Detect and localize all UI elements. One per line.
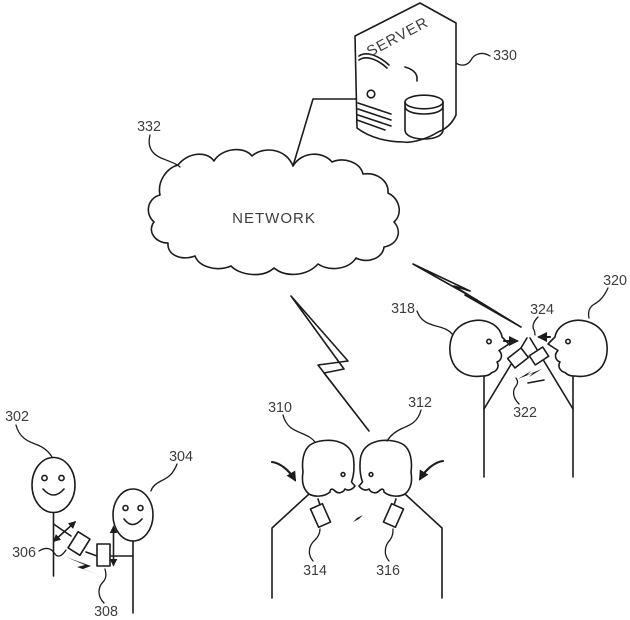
ref-label-308: 308 (94, 604, 118, 620)
device-322-icon (506, 347, 530, 369)
lightning-bolt-dash (527, 379, 545, 384)
person-304 (112, 488, 154, 614)
leader-314 (308, 528, 321, 562)
leader-310 (282, 414, 316, 443)
server-power-button (366, 89, 376, 99)
leader-330 (455, 52, 491, 66)
server-bracket-line (404, 66, 418, 82)
leader-322 (512, 377, 520, 405)
bump-pair-group: 318 320 322 324 (391, 273, 627, 478)
person-302 (31, 456, 76, 577)
lightning-bolt-icon (66, 557, 102, 576)
leader-308 (98, 568, 107, 604)
device-322-icon (528, 346, 550, 366)
leader-318 (416, 310, 453, 335)
cloud-icon (147, 148, 401, 276)
ref-label-320: 320 (603, 273, 627, 289)
ref-label-324: 324 (530, 302, 554, 318)
ref-label-332: 332 (137, 119, 161, 135)
ref-label-322: 322 (513, 405, 537, 421)
ref-label-304: 304 (169, 449, 193, 465)
link-line (85, 551, 98, 557)
server-slot-line (358, 53, 390, 66)
ref-label-302: 302 (5, 409, 29, 425)
server-slot-line2 (358, 57, 388, 69)
double-arrow-icon (52, 520, 77, 543)
curved-arrow-icon (270, 460, 297, 482)
leader-332 (148, 134, 181, 168)
ref-label-312: 312 (408, 395, 432, 411)
server-icon (354, 2, 457, 144)
curved-arrow-icon (418, 459, 445, 481)
smile-icon (123, 518, 143, 526)
device-308-icon (96, 543, 111, 567)
ref-label-330: 330 (493, 48, 517, 64)
leader-316 (384, 528, 394, 562)
network-label: NETWORK (232, 210, 316, 227)
server-node: SERVER 330 (292, 2, 517, 167)
network-link-bolt-icon (290, 295, 370, 432)
lightning-bolt-icon (339, 510, 377, 527)
ref-label-306: 306 (12, 545, 36, 561)
ref-label-318: 318 (391, 301, 415, 317)
person-320 (529, 319, 608, 478)
ref-label-314: 314 (303, 563, 327, 579)
ref-label-310: 310 (268, 400, 292, 416)
cloud-to-server-line (292, 98, 357, 167)
leader-324 (532, 316, 539, 336)
eye-icon (41, 474, 48, 482)
eye-icon (122, 504, 129, 512)
ref-label-316: 316 (376, 563, 400, 579)
server-vent-lines (356, 102, 392, 131)
smiling-pair-group: 302 304 306 308 (5, 409, 193, 620)
leader-306 (38, 547, 67, 557)
network-link-bolt-icon (412, 263, 522, 328)
lightning-bolt-icon (518, 369, 542, 379)
leader-320 (587, 287, 609, 319)
smiley-head-icon (31, 456, 76, 514)
network-cloud: NETWORK 332 (137, 119, 401, 276)
database-icon (404, 94, 444, 140)
leader-304 (150, 463, 178, 492)
leader-302 (15, 424, 53, 458)
eye-icon (58, 474, 65, 482)
eye-icon (137, 504, 144, 512)
person-312 (358, 439, 443, 599)
face-to-face-pair-group: 310 312 314 316 (268, 395, 445, 599)
smiley-head-icon (112, 488, 154, 542)
leader-312 (386, 409, 422, 442)
smile-icon (42, 488, 65, 496)
